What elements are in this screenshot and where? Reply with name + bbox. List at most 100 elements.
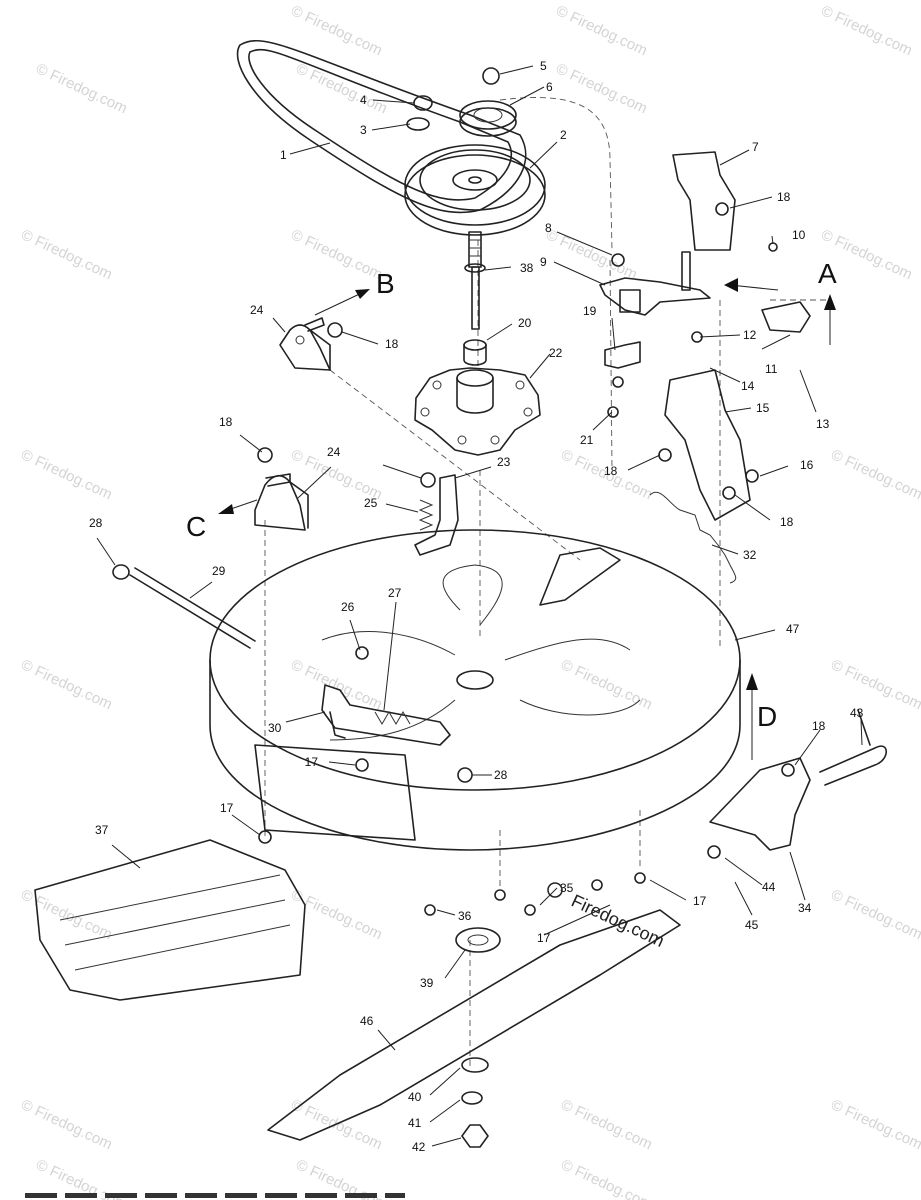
callout-label: 42 — [412, 1140, 426, 1154]
watermark-text: © Firedog.com — [828, 446, 921, 503]
front-bracket-34 — [709, 757, 811, 851]
pin-43 — [819, 709, 888, 786]
callout-label: 17 — [220, 801, 234, 815]
callout-label: 7 — [752, 140, 759, 154]
callout-label: 46 — [360, 1014, 374, 1028]
callout-label: 1 — [280, 148, 287, 162]
direction-arrows — [218, 278, 836, 760]
callout-label: 21 — [580, 433, 594, 447]
bracket-24-lower — [254, 473, 309, 531]
callout-label: 24 — [327, 445, 341, 459]
watermark-text: © Firedog.com — [553, 60, 650, 117]
spindle-bearing — [463, 339, 487, 366]
callout-label: 40 — [408, 1090, 422, 1104]
callout-label: 34 — [798, 901, 812, 915]
callout-label: 6 — [546, 80, 553, 94]
callout-label: 18 — [604, 464, 618, 478]
bottom-border-strip — [25, 1193, 405, 1198]
callout-label: 18 — [780, 515, 794, 529]
callout-label: 38 — [520, 261, 534, 275]
main-pulley — [404, 144, 546, 236]
callout-label: 2 — [560, 128, 567, 142]
spindle-housing — [414, 367, 541, 456]
callout-label: 19 — [583, 304, 597, 318]
letter-b: B — [376, 268, 395, 299]
mower-blade — [267, 909, 681, 1141]
discharge-chute — [34, 839, 306, 1001]
bracket-19 — [604, 341, 641, 369]
watermark-text: © Firedog.com — [288, 656, 385, 713]
leader-lines — [96, 65, 863, 1147]
callout-label: 39 — [420, 976, 434, 990]
watermark-text: © Firedog.com — [828, 886, 921, 943]
watermark-text: © Firedog.com — [18, 446, 115, 503]
rear-linkage — [321, 684, 451, 746]
watermark-text: © Firedog.com — [558, 1096, 655, 1153]
callout-label: 17 — [537, 931, 551, 945]
callout-label: 13 — [816, 417, 830, 431]
fasteners — [257, 202, 795, 916]
callout-label: 47 — [786, 622, 800, 636]
callout-label: 8 — [545, 221, 552, 235]
callout-label: 20 — [518, 316, 532, 330]
callout-label: 35 — [560, 881, 574, 895]
watermark-text: © Firedog.com — [293, 60, 390, 117]
callout-label: 22 — [549, 346, 563, 360]
height-adjust-rod — [112, 564, 256, 649]
callout-label: 18 — [219, 415, 233, 429]
bracket-24-upper — [279, 317, 331, 371]
callout-label: 25 — [364, 496, 378, 510]
callout-label: 27 — [388, 586, 402, 600]
callout-label: 45 — [745, 918, 759, 932]
letter-d: D — [757, 701, 777, 732]
callout-label: 37 — [95, 823, 109, 837]
watermark-text: © Firedog.com — [818, 2, 915, 59]
watermark-text: © Firedog.com — [18, 656, 115, 713]
letter-a: A — [818, 258, 837, 289]
callout-label: 36 — [458, 909, 472, 923]
callout-label: 17 — [305, 755, 319, 769]
spindle-shaft — [464, 231, 486, 330]
callout-label: 32 — [743, 548, 757, 562]
callout-label: 28 — [494, 768, 508, 782]
callout-label: 23 — [497, 455, 511, 469]
spring-bracket — [414, 474, 459, 556]
callout-label: 16 — [800, 458, 814, 472]
watermark-text: © Firedog.com — [18, 1096, 115, 1153]
callout-label: 10 — [792, 228, 806, 242]
callout-label: 24 — [250, 303, 264, 317]
callout-label: 30 — [268, 721, 282, 735]
mower-deck — [209, 529, 741, 851]
callout-label: 44 — [762, 880, 776, 894]
callout-label: 43 — [850, 706, 864, 720]
compression-spring — [418, 499, 434, 531]
watermark-text: © Firedog.com — [828, 656, 921, 713]
watermark-text: © Firedog.com — [553, 2, 650, 59]
watermark-text: © Firedog.com — [558, 656, 655, 713]
watermark-text: © Firedog.com — [288, 226, 385, 283]
callout-label: 9 — [540, 255, 547, 269]
watermark-text: © Firedog.com — [18, 226, 115, 283]
watermark-text: © Firedog.com — [33, 60, 130, 117]
letter-c: C — [186, 511, 206, 542]
watermark-text: © Firedog.com — [18, 886, 115, 943]
callout-label: 12 — [743, 328, 757, 342]
idler-pulley — [406, 67, 517, 137]
watermark-text: © Firedog.com — [288, 2, 385, 59]
clip-12 — [761, 301, 811, 333]
callout-label: 4 — [360, 93, 367, 107]
callout-label: 11 — [765, 362, 778, 376]
callout-label: 18 — [777, 190, 791, 204]
callout-label: 15 — [756, 401, 770, 415]
blade-hardware — [461, 1057, 489, 1148]
reference-letters: B C A D — [186, 258, 837, 732]
lift-arm-9 — [599, 251, 711, 316]
callout-label: 29 — [212, 564, 226, 578]
callout-label: 5 — [540, 59, 547, 73]
hanger-bracket-16 — [664, 369, 751, 521]
callout-label: 18 — [812, 719, 826, 733]
callout-label: 3 — [360, 123, 367, 137]
callout-label: 14 — [741, 379, 755, 393]
watermark-text: © Firedog.com — [558, 1156, 655, 1200]
watermark-center-text: Firedog.com — [568, 890, 667, 950]
